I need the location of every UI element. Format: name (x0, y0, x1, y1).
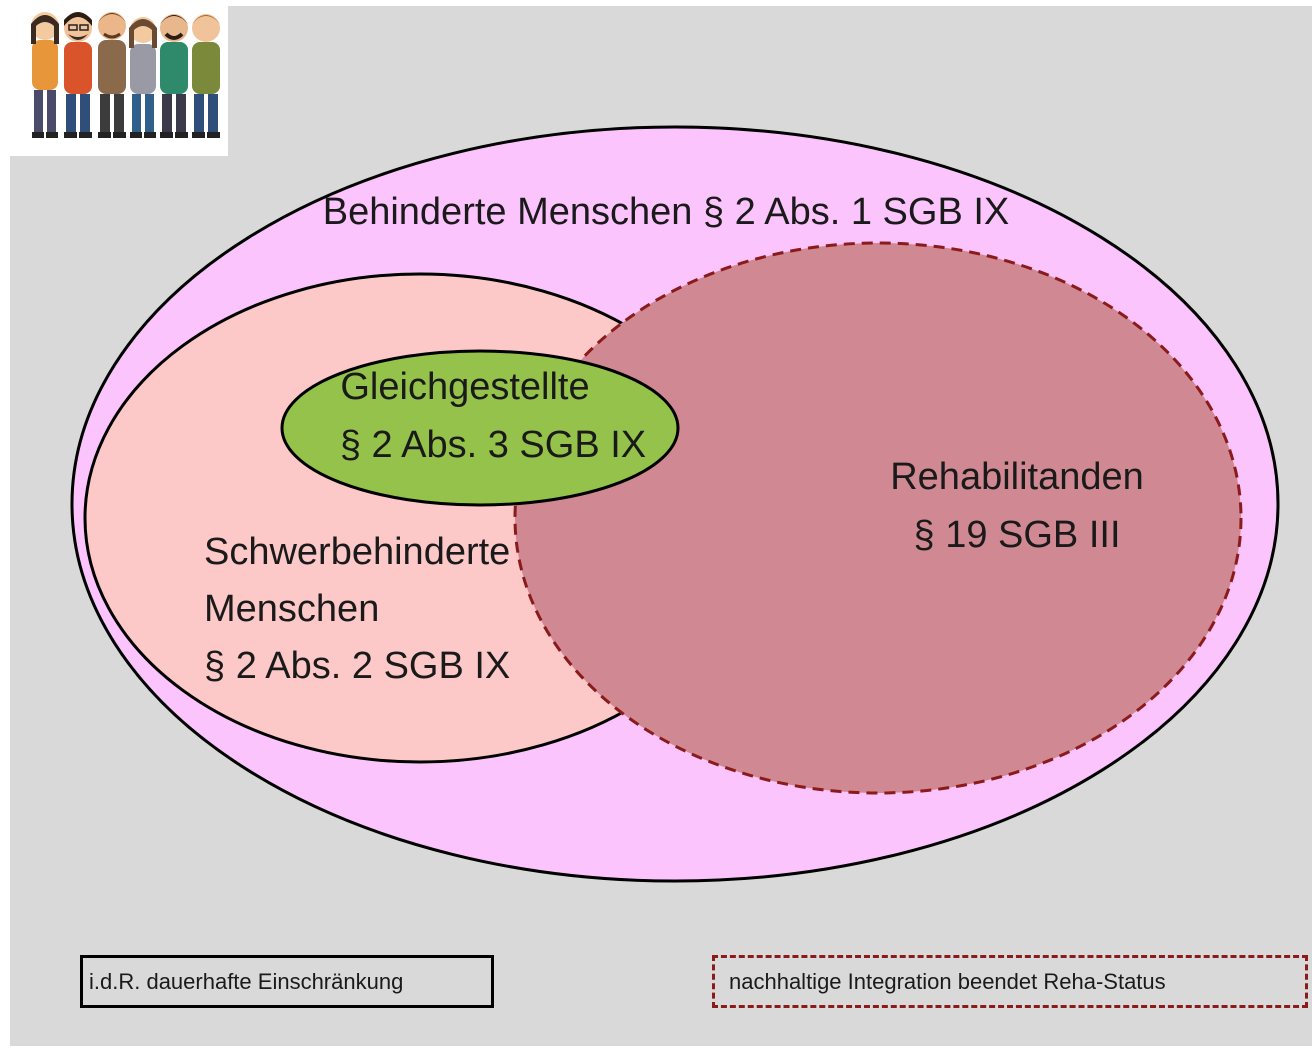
legend-dashed-line: nachhaltige Integration beendet Reha-Sta… (712, 955, 1308, 1008)
person-figure-icon (160, 14, 188, 138)
person-figure-icon (31, 12, 59, 138)
legend-dashed-label: nachhaltige Integration beendet Reha-Sta… (729, 968, 1166, 994)
severely-disabled-label-line-3: § 2 Abs. 2 SGB IX (204, 645, 510, 687)
outer-set-label: Behinderte Menschen § 2 Abs. 1 SGB IX (323, 191, 1010, 233)
rehabilitation-ellipse (513, 241, 1243, 795)
severely-disabled-label-line-1: Schwerbehinderte (204, 531, 510, 573)
equated-ellipse (280, 349, 680, 507)
person-figure-icon (129, 17, 157, 138)
person-figure-icon (98, 12, 126, 138)
people-group-image (6, 4, 228, 156)
rehabilitation-label-line-2: § 19 SGB III (914, 514, 1121, 556)
person-figure-icon (192, 14, 220, 138)
legend-solid-label: i.d.R. dauerhafte Einschränkung (89, 968, 404, 994)
person-figure-icon (64, 12, 92, 138)
severely-disabled-label-line-2: Menschen (204, 588, 379, 630)
rehabilitation-label-line-1: Rehabilitanden (890, 456, 1144, 498)
equated-label-line-1: Gleichgestellte (340, 366, 589, 408)
legend-solid-line: i.d.R. dauerhafte Einschränkung (80, 955, 494, 1008)
equated-label-line-2: § 2 Abs. 3 SGB IX (340, 424, 646, 466)
